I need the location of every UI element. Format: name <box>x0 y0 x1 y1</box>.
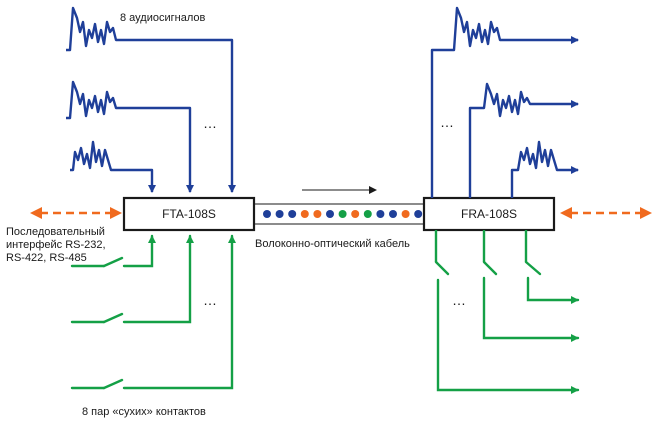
audio-output-1 <box>430 6 579 198</box>
audio-signals-label: 8 аудиосигналов <box>120 12 205 24</box>
serial-label-line2: интерфейс RS-232, <box>6 239 106 251</box>
contact-stubs-right <box>434 230 528 262</box>
contacts-left <box>70 234 236 390</box>
fiber-dot <box>376 210 385 218</box>
audio-waveform-3 <box>70 140 156 193</box>
audio-output-2 <box>468 82 579 198</box>
audio-waveform-2 <box>66 80 194 193</box>
fiber-dot <box>401 210 410 218</box>
contact-output-switch-1 <box>434 260 450 276</box>
fiber-dot <box>263 210 271 218</box>
serial-arrowhead-right-out <box>640 207 652 219</box>
ellipsis-audio-right: … <box>440 114 455 130</box>
dry-contacts-label: 8 пар «сухих» контактов <box>82 406 206 418</box>
audio-outputs-right <box>430 6 579 198</box>
audio-output-3 <box>510 140 579 198</box>
serial-arrowhead-left-in <box>110 207 122 219</box>
fiber-dot <box>300 210 309 218</box>
audio-waveform-1 <box>66 6 236 193</box>
contact-switch-1 <box>102 256 124 268</box>
receiver-box <box>422 196 556 232</box>
fiber-dot <box>351 210 360 218</box>
contact-output-2 <box>482 276 580 342</box>
fiber-dots <box>263 210 423 218</box>
fiber-dot <box>414 210 423 218</box>
receiver-label: FRA-108S <box>461 207 517 221</box>
transmitter-box <box>122 196 256 232</box>
contact-output-3 <box>526 276 580 304</box>
fiber-dot <box>275 210 284 218</box>
serial-arrowhead-left-out <box>30 207 42 219</box>
contact-output-switch-2 <box>482 260 498 276</box>
fiber-dot <box>363 210 372 218</box>
fiber-cable <box>254 203 424 225</box>
fiber-dot <box>288 210 297 218</box>
transmitter-label: FTA-108S <box>162 207 216 221</box>
contact-switch-2 <box>102 312 124 324</box>
fiber-dot <box>338 210 347 218</box>
ellipsis-audio-left: … <box>203 115 218 131</box>
contact-output-switch-3 <box>524 260 542 276</box>
serial-arrowhead-right-in <box>560 207 572 219</box>
fiber-cable-label: Волоконно-оптический кабель <box>255 238 410 250</box>
contact-switch-3 <box>102 378 124 390</box>
contact-output-1 <box>436 278 580 394</box>
ellipsis-contacts-right: … <box>452 292 467 308</box>
contact-wire-1 <box>122 234 156 268</box>
fiber-dot <box>313 210 322 218</box>
contact-wire-2 <box>122 234 194 324</box>
ellipsis-contacts-left: … <box>203 292 218 308</box>
contacts-right <box>434 260 580 394</box>
serial-label-line1: Последовательный <box>6 226 105 238</box>
audio-inputs-left <box>66 6 236 193</box>
fiber-dot <box>326 210 334 218</box>
fiber-dot <box>389 210 397 218</box>
contact-wire-3 <box>122 234 236 390</box>
serial-label-line3: RS-422, RS-485 <box>6 252 87 264</box>
